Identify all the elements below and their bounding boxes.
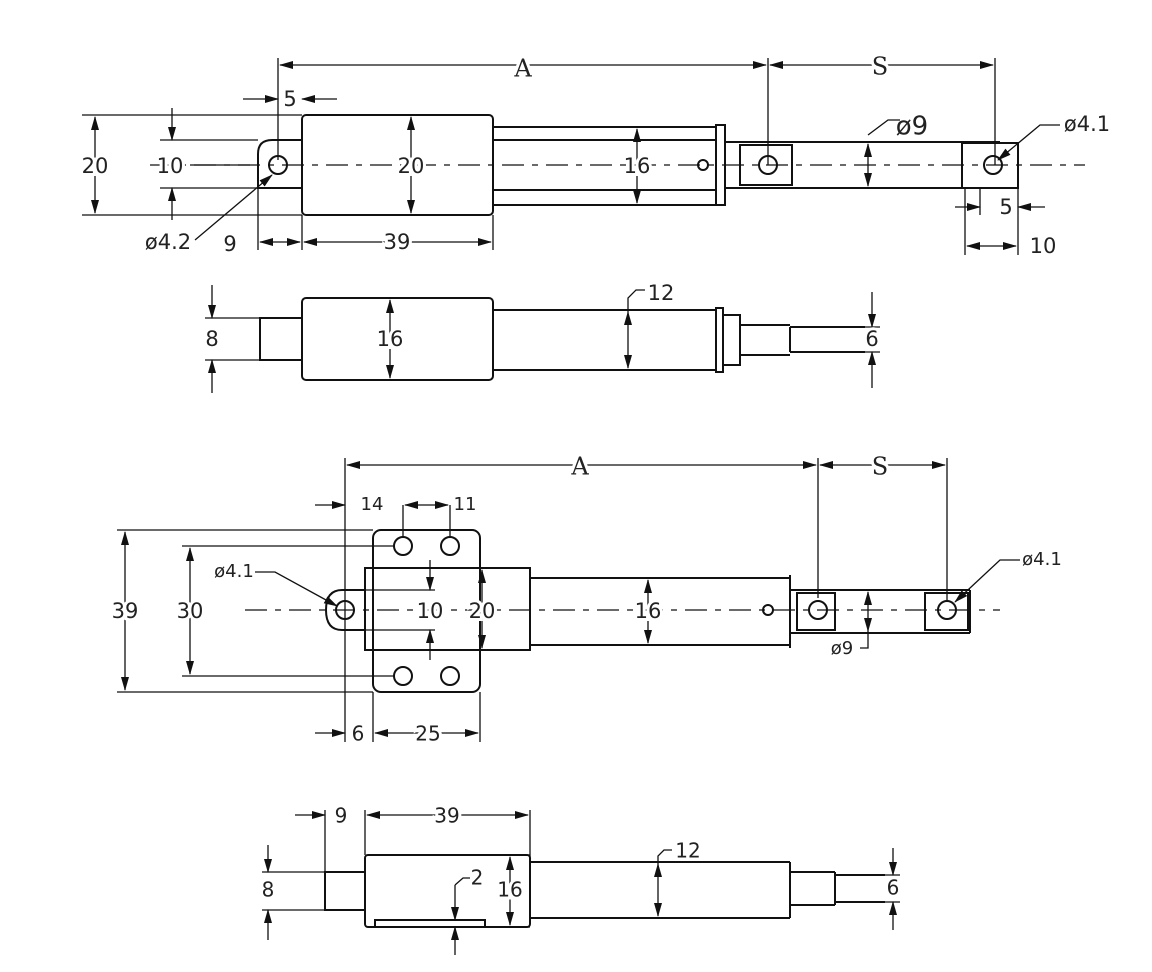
- dim-S: S: [872, 453, 888, 481]
- actuator-outline: [259, 297, 865, 381]
- dim-height-10: 10: [157, 154, 184, 178]
- dim-rod-6: 6: [865, 327, 878, 351]
- dim-hole-left: ø4.1: [214, 561, 254, 582]
- dim-width-11: 11: [454, 494, 477, 515]
- dim-tube-16: 16: [635, 599, 662, 623]
- dim-width-9: 9: [223, 232, 236, 256]
- dim-S: S: [872, 53, 888, 81]
- dim-body-16: 16: [497, 878, 522, 902]
- view-top-1: A S 20 10 20 16 ø9 ø4.1 5 ø4.2 9 39 5 10: [79, 50, 1110, 260]
- dim-rod-diameter: ø9: [896, 112, 928, 142]
- dim-hole-right: ø4.1: [1064, 112, 1110, 136]
- dim-body-16: 16: [377, 327, 404, 351]
- dim-slot-2: 2: [471, 866, 484, 890]
- dim-top-5: 5: [283, 87, 296, 111]
- dim-hole-right: ø4.1: [1022, 549, 1062, 570]
- dim-width-9: 9: [335, 804, 348, 828]
- dimension-lines: [205, 285, 880, 393]
- dimension-lines: [117, 458, 1020, 742]
- view-side-2: 9 39 8 2 16 12 6: [259, 801, 902, 955]
- dim-width-39: 39: [434, 804, 459, 828]
- dim-rod-8: 8: [262, 878, 275, 902]
- dim-tube-16: 16: [624, 154, 651, 178]
- dim-A: A: [513, 55, 532, 83]
- dim-flange-39: 39: [112, 599, 139, 623]
- dimension-lines: [262, 810, 900, 955]
- dim-width-39: 39: [384, 230, 411, 254]
- dim-right-5: 5: [999, 195, 1012, 219]
- view-top-2: A S 39 30 ø4.1 14 11 10 20 16 ø9 ø4.1 6 …: [109, 450, 1062, 749]
- dim-height-20: 20: [82, 154, 109, 178]
- dim-height-20: 20: [469, 599, 496, 623]
- dim-holes-30: 30: [177, 599, 204, 623]
- dim-hole-left: ø4.2: [145, 230, 191, 254]
- dim-rod-diameter: ø9: [831, 638, 853, 659]
- actuator-outline: [324, 854, 885, 928]
- dim-body-20: 20: [398, 154, 425, 178]
- dim-A: A: [570, 453, 589, 481]
- dim-height-10: 10: [417, 599, 444, 623]
- dim-tube-12: 12: [648, 281, 675, 305]
- dim-width-6: 6: [352, 722, 365, 746]
- dim-tube-12: 12: [675, 839, 700, 863]
- dim-rod-6: 6: [887, 876, 900, 900]
- dim-width-14: 14: [361, 494, 384, 515]
- view-side-1: 8 16 12 6: [202, 281, 882, 393]
- dimension-lines: [82, 58, 1060, 255]
- dim-right-10: 10: [1030, 234, 1057, 258]
- dim-width-25: 25: [415, 722, 440, 746]
- dim-rod-8: 8: [205, 327, 218, 351]
